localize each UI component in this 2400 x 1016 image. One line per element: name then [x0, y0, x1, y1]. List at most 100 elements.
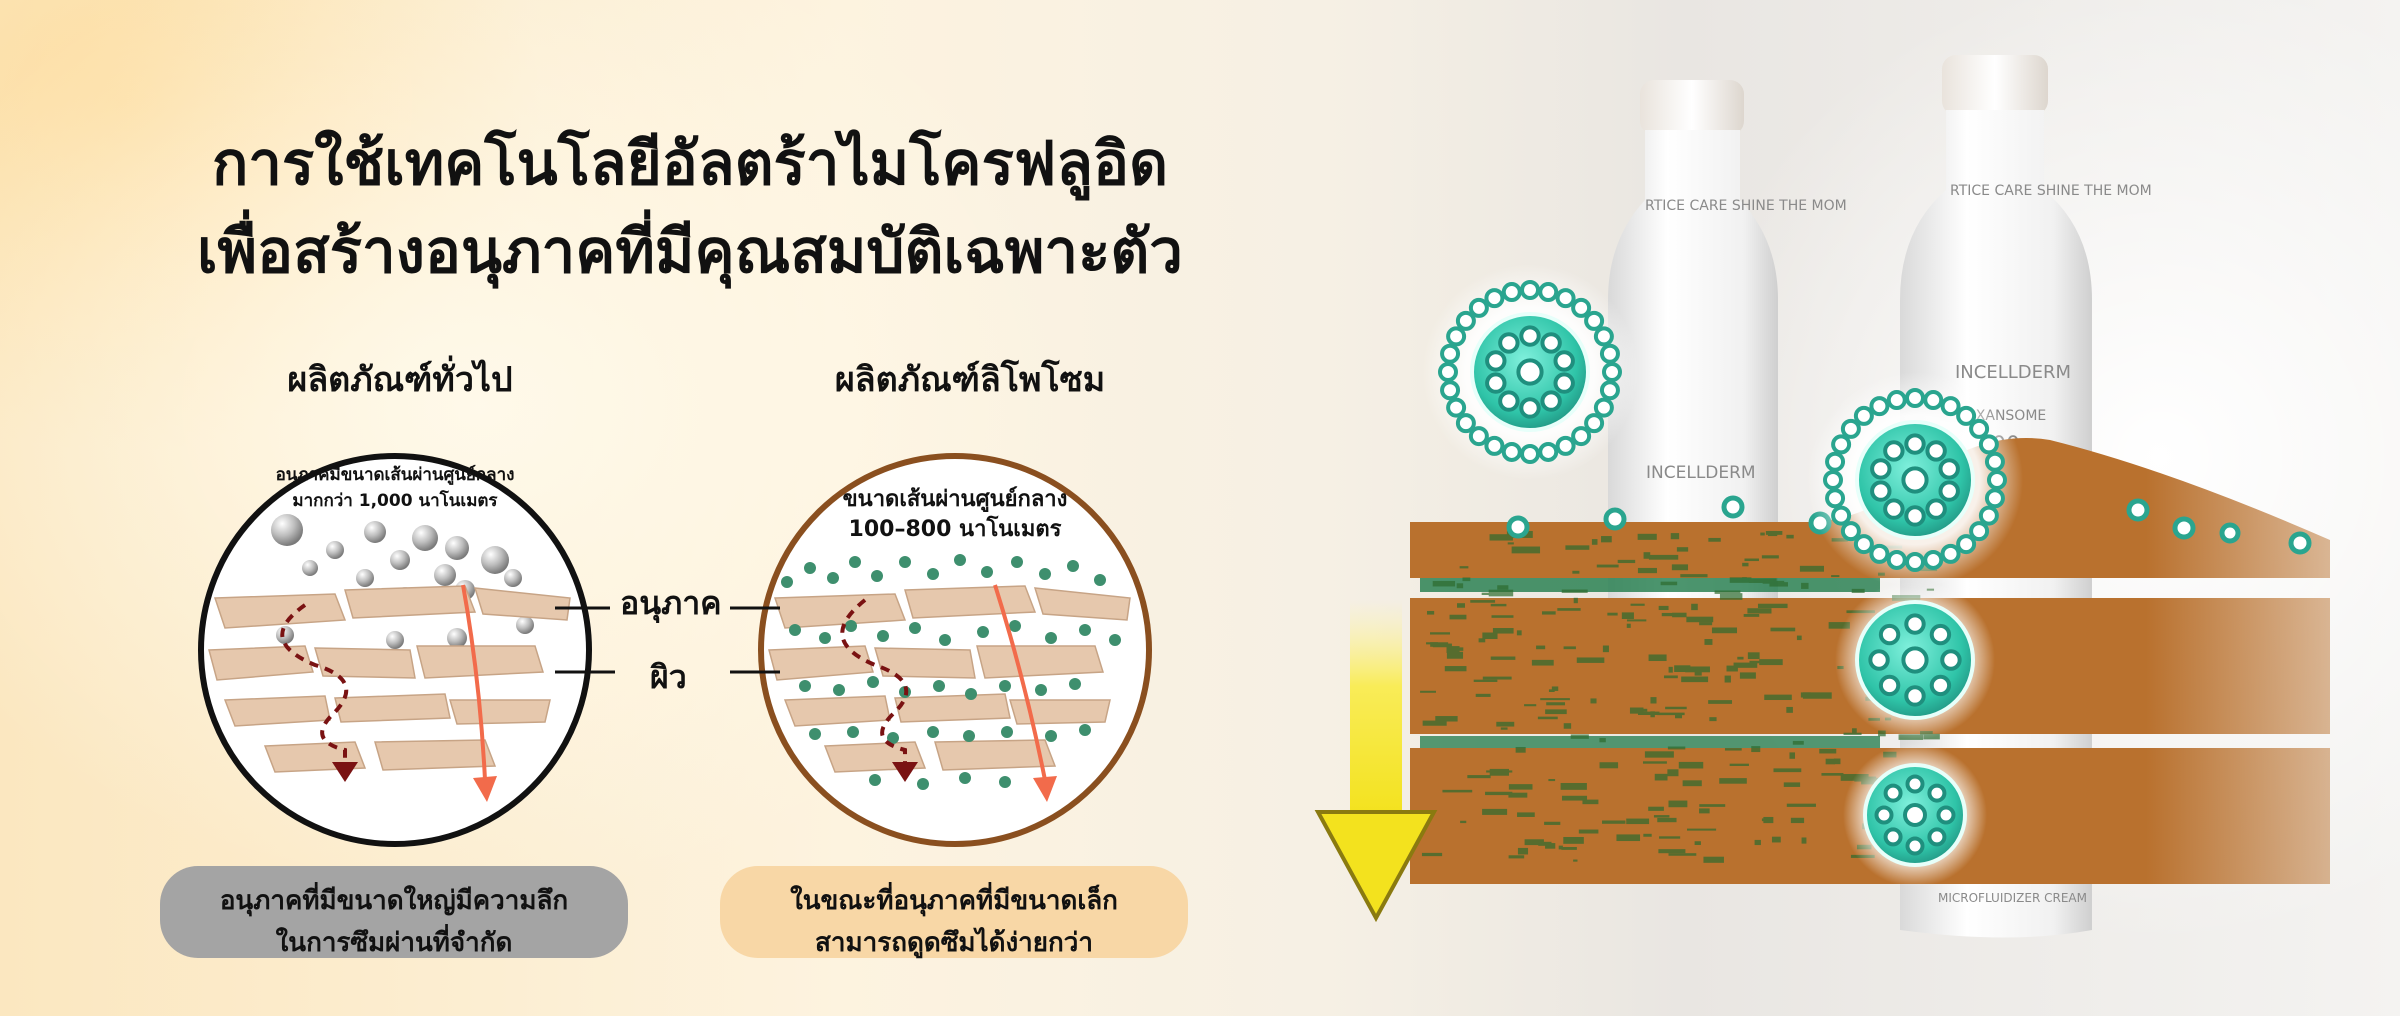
texture-speck [1789, 752, 1796, 759]
liposome-inner-bead [1905, 774, 1925, 794]
texture-speck [1563, 646, 1576, 650]
texture-speck [1531, 659, 1554, 666]
texture-speck [1786, 803, 1816, 807]
small-particle [847, 726, 859, 738]
texture-speck [1658, 849, 1686, 854]
conventional-summary-line-2: ในการซึมผ่านที่จำกัด [275, 928, 513, 958]
texture-speck [1421, 852, 1443, 857]
texture-speck [1650, 711, 1655, 718]
texture-speck [1485, 791, 1513, 796]
texture-speck [1786, 534, 1794, 539]
texture-speck [1761, 818, 1772, 822]
liposome-bead [1501, 441, 1522, 462]
texture-speck [1831, 575, 1840, 578]
liposome-bead [1853, 534, 1874, 555]
texture-speck [1602, 820, 1626, 824]
texture-speck [1626, 619, 1647, 622]
texture-speck [1626, 623, 1631, 628]
texture-speck [1617, 559, 1636, 564]
small-particle [887, 732, 899, 744]
small-particle [1039, 568, 1051, 580]
texture-speck [1686, 828, 1717, 831]
liposome-inner-bead [1883, 440, 1905, 462]
orange-arrowhead [473, 776, 497, 802]
texture-speck [1843, 732, 1862, 735]
liposome-bead [1593, 397, 1614, 418]
small-particle [1009, 620, 1021, 632]
texture-speck [1601, 536, 1612, 543]
texture-speck [1729, 763, 1749, 766]
small-particle [959, 772, 971, 784]
liposome-bead [1940, 543, 1961, 564]
liposome-center [1516, 358, 1544, 386]
liposome-inner-bead [1553, 350, 1575, 372]
texture-speck [1446, 646, 1460, 653]
small-particle [789, 624, 801, 636]
liposome-bead [1555, 435, 1576, 456]
texture-speck [1663, 675, 1678, 679]
liposome-inner-bead [1485, 350, 1507, 372]
small-particle [867, 676, 879, 688]
liposome-bead [1520, 280, 1540, 300]
liposome-inner-bead [1905, 836, 1925, 856]
texture-speck [1508, 792, 1528, 798]
texture-speck [1668, 853, 1697, 856]
small-particle [809, 728, 821, 740]
texture-speck [1709, 717, 1717, 722]
texture-speck [1657, 712, 1685, 716]
texture-speck [1657, 817, 1677, 823]
texture-speck [1661, 612, 1687, 617]
small-particle [999, 680, 1011, 692]
texture-speck [1799, 565, 1824, 572]
liposome-inner-bead [1904, 433, 1926, 455]
texture-speck [1591, 539, 1598, 545]
texture-speck [1742, 577, 1747, 581]
texture-speck [1654, 773, 1668, 781]
right-bottom-text: MICROFLUIDIZER CREAM [1938, 891, 2087, 905]
right-heading: ผลิตภัณฑ์ลิโพโซม [834, 360, 1106, 400]
texture-speck [1482, 808, 1508, 815]
texture-speck [1648, 554, 1679, 560]
texture-speck [1708, 537, 1721, 542]
particle-label: อนุภาค [620, 584, 722, 622]
liposome-bead [1538, 282, 1559, 303]
liposome-inner-bead [1498, 332, 1520, 354]
liposome-bead [1978, 505, 1999, 526]
texture-speck [1748, 578, 1777, 583]
liposome-bead [1987, 470, 2007, 490]
texture-speck [1561, 589, 1588, 593]
liposome-inner-bead [1936, 805, 1956, 825]
texture-speck [1492, 628, 1514, 634]
texture-speck [1724, 748, 1742, 751]
texture-speck [1749, 660, 1776, 664]
texture-speck [1747, 608, 1772, 614]
liposome-bead [1593, 326, 1614, 347]
liposome-middle [1835, 580, 1995, 740]
texture-speck [1497, 585, 1509, 590]
texture-speck [1426, 610, 1435, 615]
texture-speck [1686, 616, 1714, 623]
texture-speck [1757, 603, 1788, 609]
small-particle [963, 730, 975, 742]
liposome-bead [1831, 434, 1852, 455]
small-particle [965, 688, 977, 700]
texture-speck [1482, 676, 1512, 680]
liposome-bead [1484, 435, 1505, 456]
texture-speck [1694, 841, 1701, 845]
texture-speck [1643, 833, 1652, 837]
liposome-bead [1840, 521, 1861, 542]
texture-speck [1724, 675, 1731, 683]
texture-speck [1508, 784, 1533, 790]
texture-speck [1560, 782, 1587, 790]
liposome-bead [1438, 362, 1458, 382]
liposome-bead [1538, 441, 1559, 462]
texture-speck [1729, 577, 1752, 583]
texture-speck [1665, 706, 1687, 710]
small-particle [1011, 556, 1023, 568]
liposome-center [1901, 466, 1929, 494]
texture-speck [1825, 758, 1835, 765]
liposome-bead [1905, 552, 1925, 572]
liposome-deep [1843, 743, 1987, 887]
texture-speck [1642, 761, 1667, 764]
texture-speck [1599, 738, 1606, 743]
